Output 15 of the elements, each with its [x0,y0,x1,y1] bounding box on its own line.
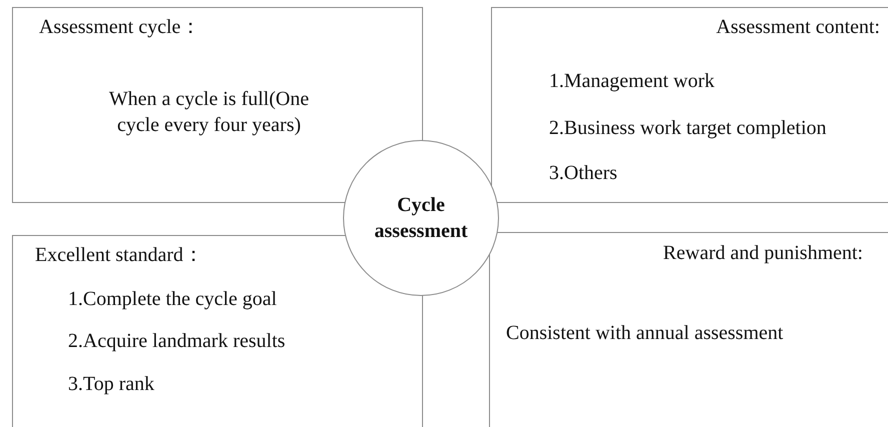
list-item: 2.Acquire landmark results [68,329,286,354]
box-heading: Excellent standard： [35,243,204,268]
list-item: 1.Complete the cycle goal [68,287,277,312]
text-box [491,7,888,203]
box-heading: Reward and punishment: [663,241,863,266]
box-heading: Assessment content: [716,15,880,40]
box-text: Consistent with annual assessment [506,321,784,346]
circle-label: Cycle assessment [373,193,469,244]
list-item: 3.Others [549,161,618,186]
list-item: 2.Business work target completion [549,116,826,141]
box-heading: Assessment cycle： [39,15,201,40]
text-box [489,232,888,427]
box-text: When a cycle is full(One cycle every four years) [108,87,310,138]
list-item: 1.Management work [549,69,715,94]
list-item: 3.Top rank [68,372,154,397]
